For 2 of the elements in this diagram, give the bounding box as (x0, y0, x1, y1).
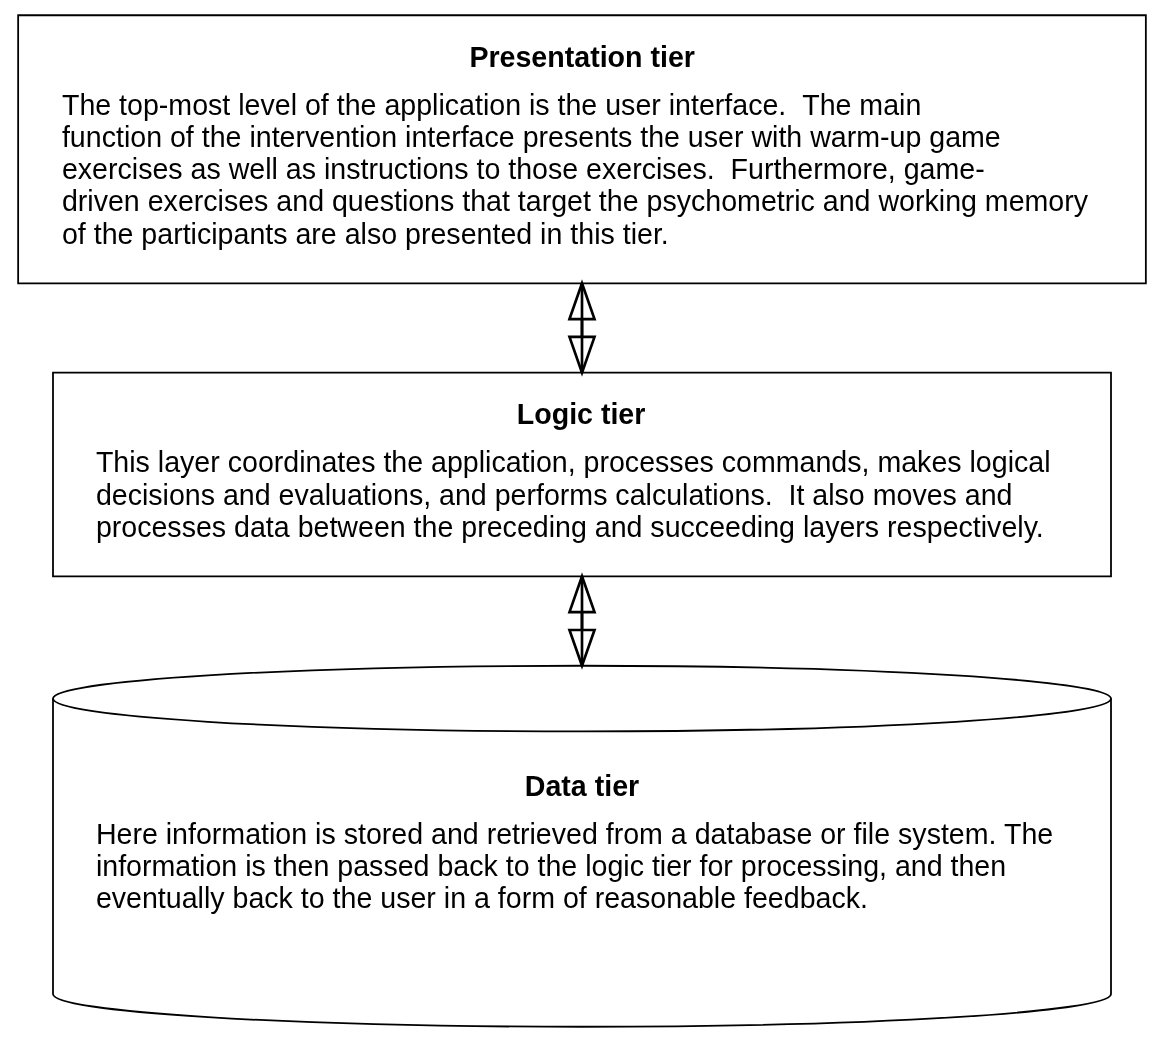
node-box: Logic tier This layer coordinates the application, processes commands, makes logical decisions and evaluations, and performs calculations. It also moves and processes data between the preceding and succeeding layers respectively. (52, 371, 1112, 578)
node-box: Presentation tier The top-most level of the application is the user interface. The main function of the intervention interface presents the user with warm-up game exercises as well as instructions to those exercises. Furthermore, game-driven exercises and questions that target the psychometric and working memory of the participants are also presented in this tier. (17, 14, 1147, 285)
